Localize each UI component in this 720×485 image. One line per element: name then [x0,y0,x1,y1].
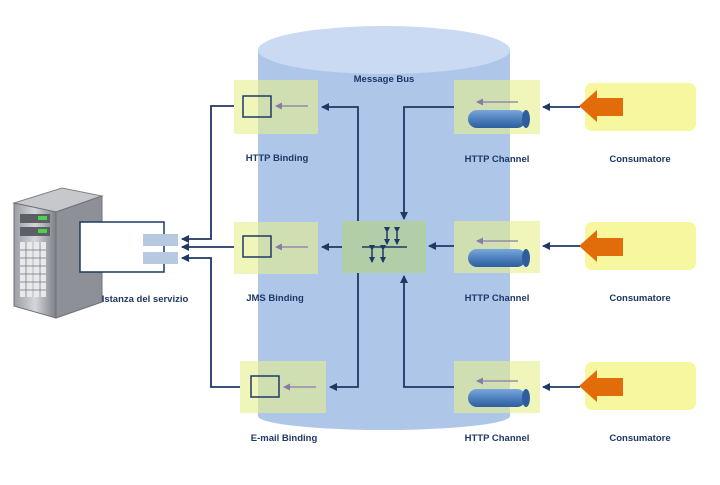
consumer-label: Consumatore [609,293,670,304]
connector-arrows [181,103,580,391]
binding-label: E-mail Binding [251,433,318,444]
channel-box-1 [454,80,540,134]
channel-label: HTTP Channel [465,293,530,304]
service-instance-box [79,221,178,273]
binding-label: JMS Binding [246,293,304,304]
consumer-box-2 [579,222,696,270]
consumer-label: Consumatore [609,154,670,165]
channel-box-3 [454,361,540,413]
binding-box-jms [234,222,318,274]
channel-box-2 [454,221,540,273]
binding-box-email [240,361,326,413]
channel-label: HTTP Channel [465,154,530,165]
consumer-box-1 [579,83,696,131]
service-instance-label: Istanza del servizio [102,294,189,305]
message-bus-label: Message Bus [354,74,415,85]
consumer-box-3 [579,362,696,410]
router-box [342,221,426,273]
consumer-label: Consumatore [609,433,670,444]
binding-label: HTTP Binding [246,153,309,164]
binding-box-http [234,80,318,134]
channel-label: HTTP Channel [465,433,530,444]
